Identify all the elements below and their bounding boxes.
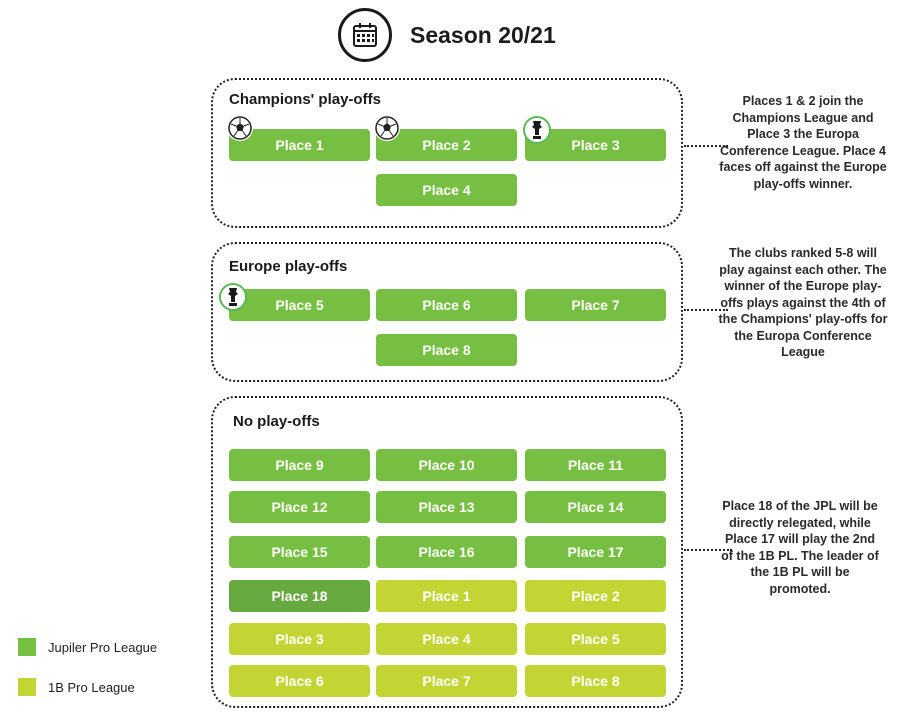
legend-label-1b: 1B Pro League (48, 679, 135, 695)
europe-playoffs-panel (211, 242, 683, 382)
champions-tile-place-2: Place 2 (376, 129, 517, 161)
legend-label-jpl: Jupiler Pro League (48, 639, 158, 655)
champions-note: Places 1 & 2 join the Champions League a… (719, 94, 887, 191)
no-playoffs-note: Place 18 of the JPL will be directly rel… (721, 499, 879, 596)
europe-tile-place-5: Place 5 (229, 289, 370, 321)
b1-tile-place-3: Place 3 (229, 623, 370, 655)
champions-tile-place-1: Place 1 (229, 129, 370, 161)
jpl-tile-place-12: Place 12 (229, 491, 370, 523)
no-playoffs-panel (211, 396, 683, 708)
conference-trophy-icon (219, 283, 247, 311)
jpl-tile-place-11: Place 11 (525, 449, 666, 481)
jpl-tile-place-18: Place 18 (229, 580, 370, 612)
b1-tile-place-8: Place 8 (525, 665, 666, 697)
legend-swatch-jpl (18, 638, 36, 656)
b1-tile-place-7: Place 7 (376, 665, 517, 697)
champions-playoffs-title: Champions' play-offs (229, 91, 381, 108)
jpl-tile-place-16: Place 16 (376, 536, 517, 568)
calendar-icon (338, 8, 392, 62)
jpl-tile-place-10: Place 10 (376, 449, 517, 481)
conference-trophy-icon (523, 116, 551, 144)
b1-tile-place-2: Place 2 (525, 580, 666, 612)
b1-tile-place-5: Place 5 (525, 623, 666, 655)
jpl-tile-place-13: Place 13 (376, 491, 517, 523)
soccer-ball-icon (374, 115, 400, 141)
legend-item-1b: 1B Pro League (18, 678, 135, 696)
legend-item-jpl: Jupiler Pro League (18, 638, 157, 656)
soccer-ball-icon (227, 115, 253, 141)
jpl-tile-place-9: Place 9 (229, 449, 370, 481)
europe-tile-place-8: Place 8 (376, 334, 517, 366)
legend-swatch-1b (18, 678, 36, 696)
jpl-tile-place-15: Place 15 (229, 536, 370, 568)
europe-tile-place-7: Place 7 (525, 289, 666, 321)
champions-playoffs-panel (211, 78, 683, 228)
europe-note: The clubs ranked 5-8 will play against e… (718, 246, 888, 359)
champions-connector (684, 145, 728, 147)
europe-tile-place-6: Place 6 (376, 289, 517, 321)
europe-connector (684, 309, 728, 311)
b1-tile-place-4: Place 4 (376, 623, 517, 655)
page-title: Season 20/21 (410, 21, 556, 48)
b1-tile-place-6: Place 6 (229, 665, 370, 697)
champions-tile-place-4: Place 4 (376, 174, 517, 206)
jpl-tile-place-14: Place 14 (525, 491, 666, 523)
header: Season 20/21 (338, 8, 556, 62)
no-playoffs-connector (684, 549, 732, 551)
jpl-tile-place-17: Place 17 (525, 536, 666, 568)
no-playoffs-title: No play-offs (233, 413, 320, 430)
europe-playoffs-title: Europe play-offs (229, 258, 348, 275)
b1-tile-place-1: Place 1 (376, 580, 517, 612)
